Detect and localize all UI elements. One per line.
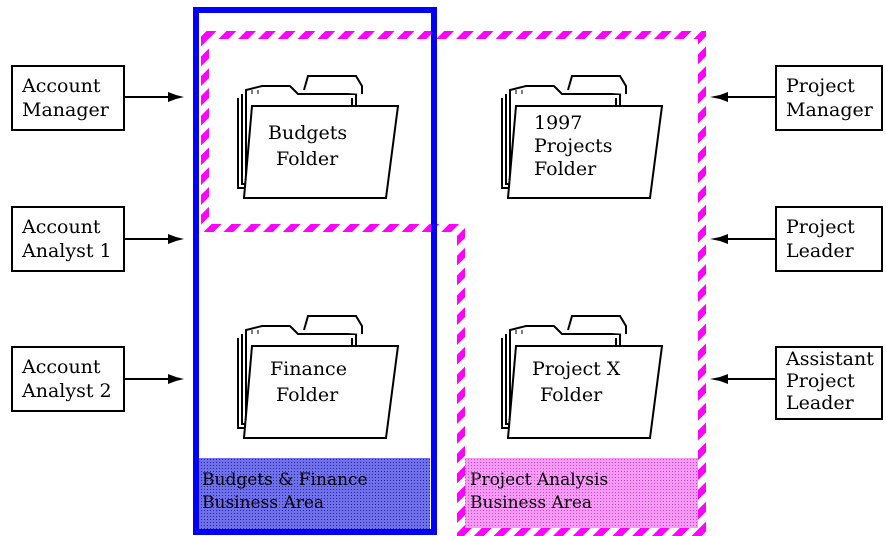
role-label-line: Account — [21, 356, 101, 378]
folder-icon[interactable]: Finance Folder — [237, 315, 399, 439]
role-account-analyst-2[interactable]: Account Analyst 2 — [11, 346, 125, 412]
connector-arrow — [124, 374, 184, 384]
folder-label-line: 1997 — [534, 112, 582, 134]
folder-label-line: Projects — [534, 135, 612, 157]
folder-label-line: Folder — [540, 384, 603, 406]
area-label-line: Business Area — [202, 493, 324, 513]
role-label-line: Manager — [22, 99, 110, 121]
role-label-line: Leader — [786, 240, 855, 262]
role-project-leader[interactable]: Project Leader — [775, 206, 883, 272]
folder-icon[interactable]: Budgets Folder — [237, 75, 399, 199]
folder-label-line: Budgets — [268, 122, 347, 144]
folder-label-line: Folder — [276, 384, 339, 406]
connector-arrow — [710, 234, 776, 244]
role-assistant-project-leader[interactable]: Assistant Project Leader — [775, 346, 883, 420]
connector-arrow — [710, 92, 776, 102]
role-label-line: Leader — [786, 392, 855, 414]
folder-label-line: Finance — [270, 358, 347, 380]
project-analysis-area-fill — [462, 458, 700, 530]
project-analysis-area-boundary — [201, 31, 706, 536]
role-label-line: Assistant — [785, 348, 874, 370]
role-account-analyst-1[interactable]: Account Analyst 1 — [11, 206, 125, 272]
role-label-line: Analyst 1 — [21, 240, 112, 262]
role-label-line: Project — [786, 370, 855, 392]
role-label-line: Project — [786, 75, 855, 97]
area-label-line: Business Area — [470, 493, 592, 513]
role-label-line: Account — [21, 216, 101, 238]
folder-label-line: Project X — [532, 358, 621, 380]
budgets-finance-area-fill — [198, 458, 430, 530]
area-label-line: Project Analysis — [470, 470, 608, 490]
folder-icon[interactable]: Project X Folder — [501, 315, 663, 439]
area-label-line: Budgets & Finance — [202, 470, 368, 490]
role-label-line: Account — [21, 75, 101, 97]
role-project-manager[interactable]: Project Manager — [775, 65, 883, 131]
connector-arrow — [124, 234, 184, 244]
connector-arrow — [710, 374, 776, 384]
budgets-finance-area-label: Budgets & Finance Business Area — [202, 470, 368, 513]
folder-label-line: Folder — [276, 148, 339, 170]
project-analysis-area-label: Project Analysis Business Area — [470, 470, 608, 513]
folder-label-line: Folder — [534, 158, 597, 180]
budgets-finance-area-boundary — [193, 7, 437, 535]
role-account-manager[interactable]: Account Manager — [11, 65, 125, 131]
role-label-line: Project — [786, 216, 855, 238]
role-label-line: Manager — [786, 99, 874, 121]
role-label-line: Analyst 2 — [21, 380, 112, 402]
connector-arrow — [124, 92, 184, 102]
folder-icon[interactable]: 1997 Projects Folder — [501, 75, 663, 199]
